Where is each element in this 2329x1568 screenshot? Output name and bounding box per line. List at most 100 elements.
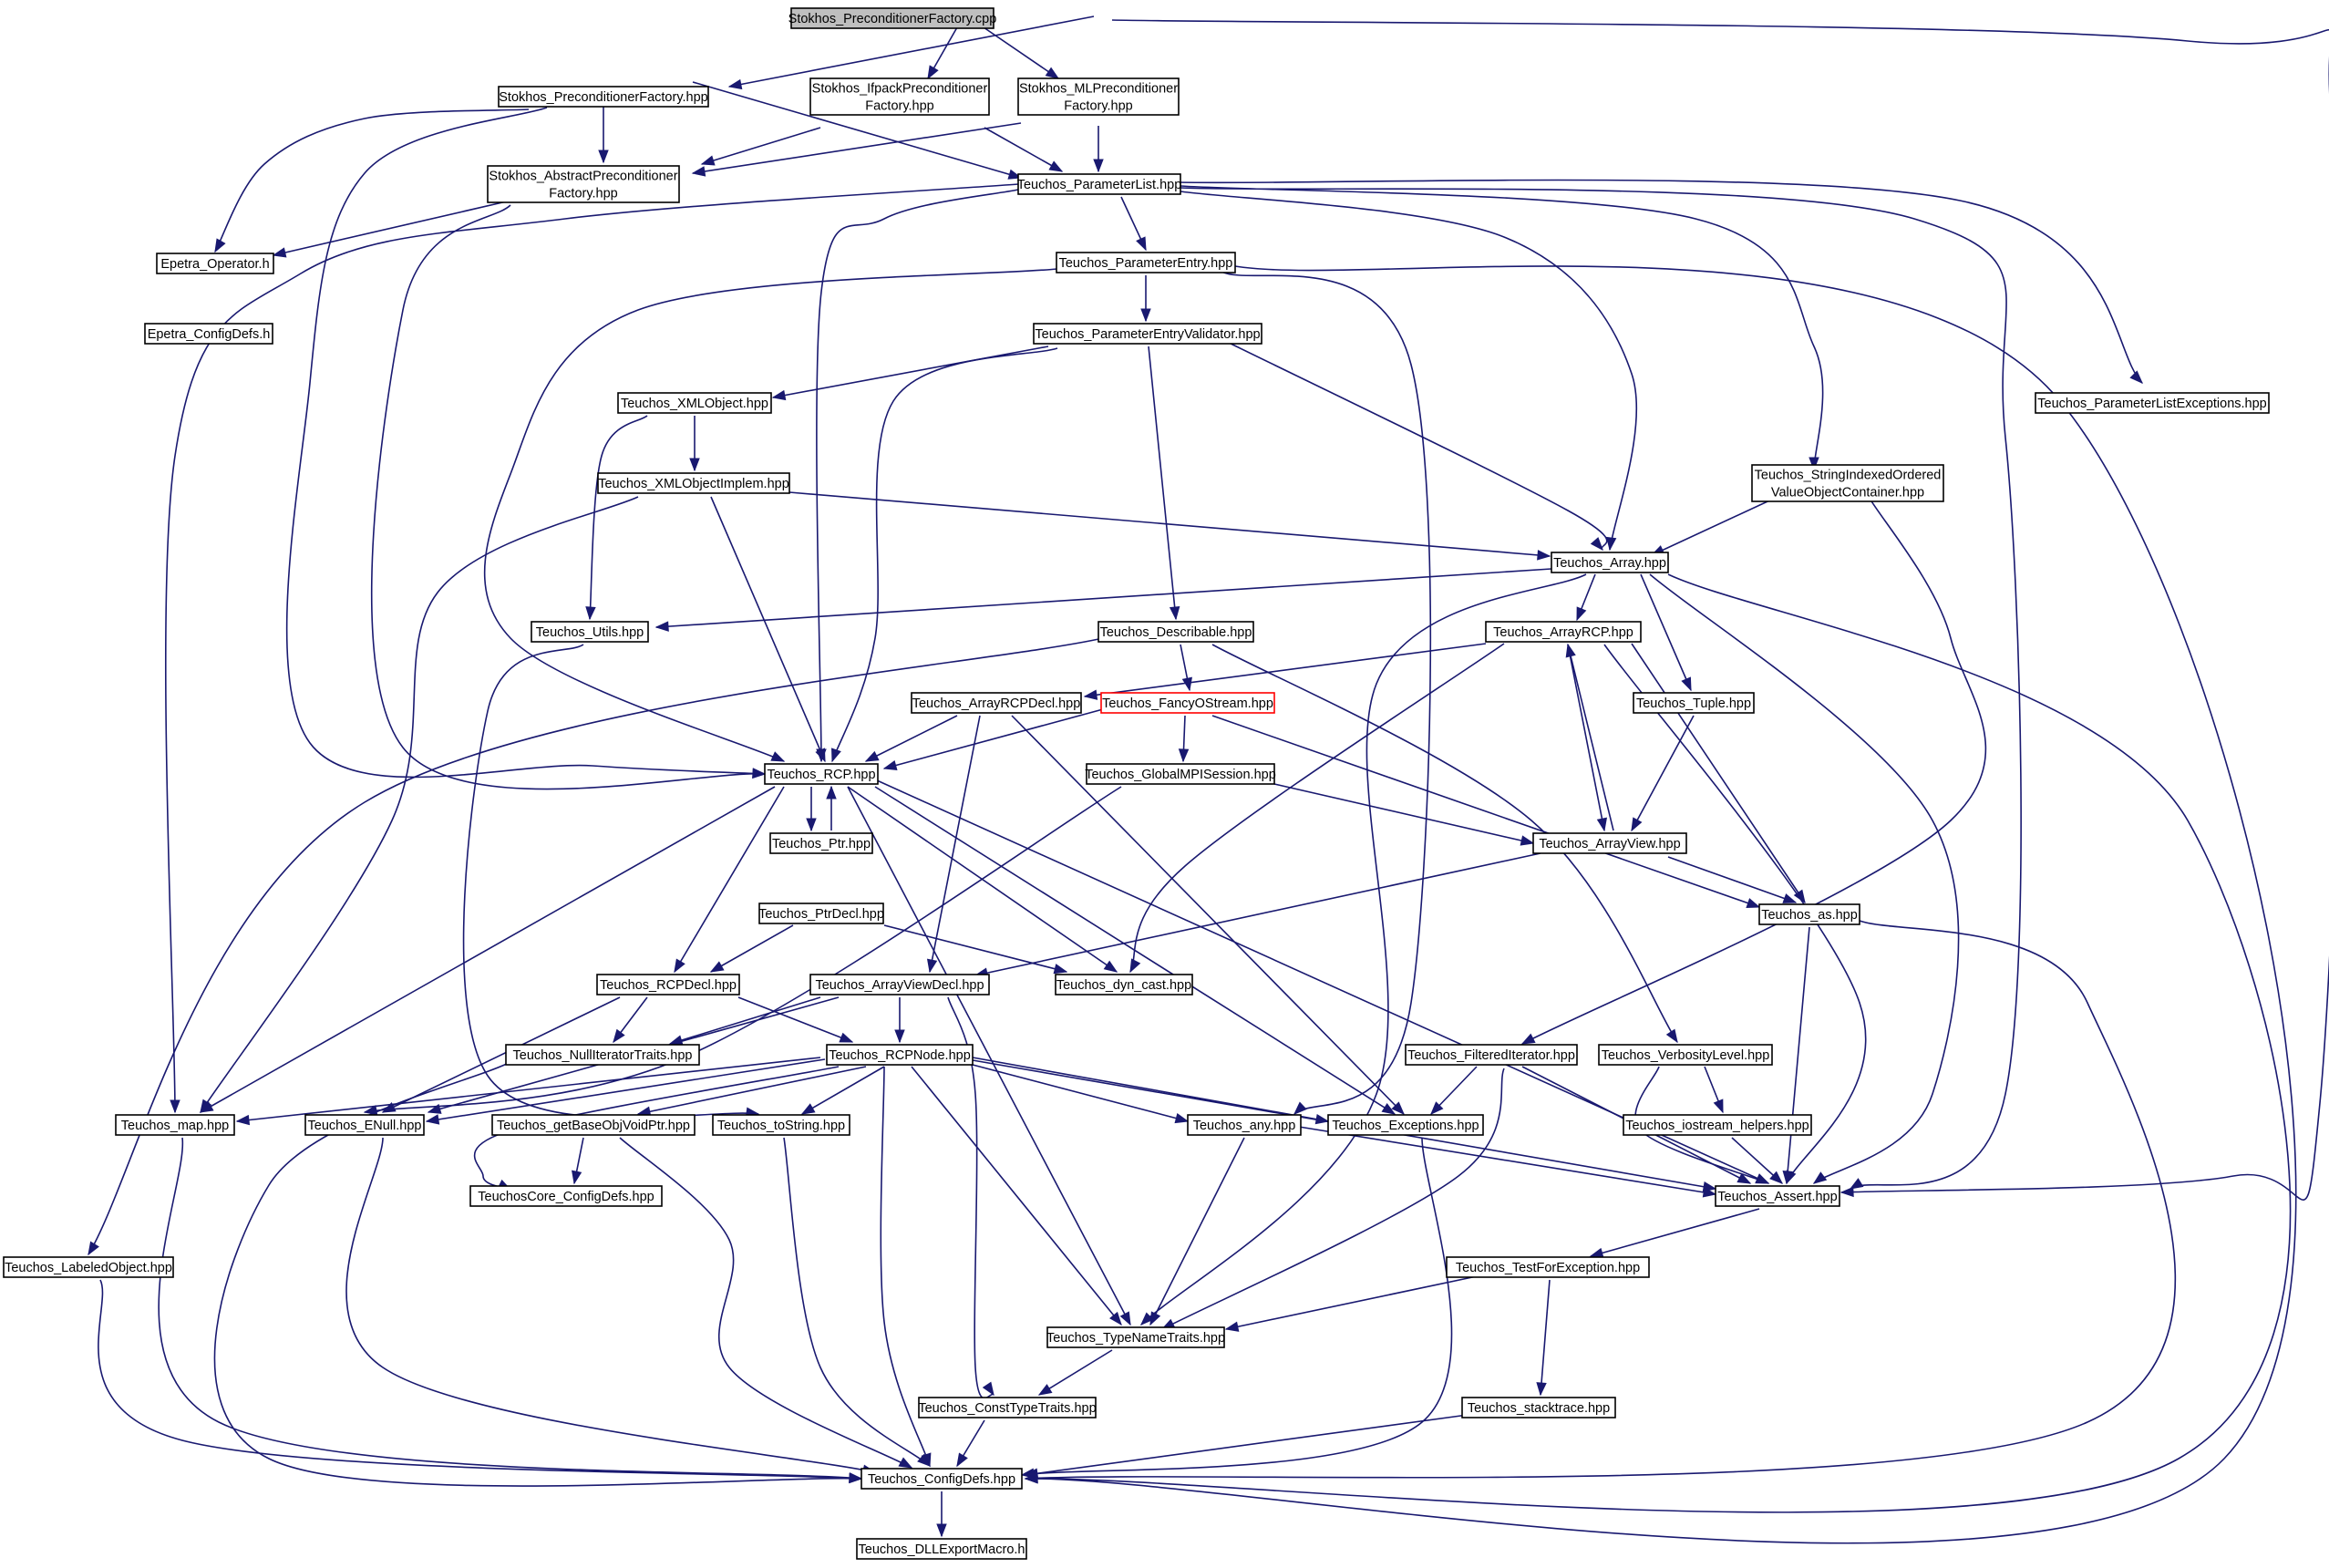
node-tany[interactable]: Teuchos_any.hpp	[1187, 1114, 1302, 1136]
node-tple[interactable]: Teuchos_ParameterListExceptions.hpp	[2035, 392, 2270, 414]
node-tgbo[interactable]: Teuchos_getBaseObjVoidPtr.hpp	[491, 1114, 696, 1136]
arrowhead-trcpd-to-trcpn	[839, 1032, 854, 1043]
arrowhead-tpev-to-txo	[771, 389, 787, 401]
node-label: Epetra_Operator.h	[160, 257, 269, 272]
arrowhead-tany-to-ttnt	[1149, 1311, 1161, 1326]
node-label: Teuchos_ArrayRCPDecl.hpp	[912, 696, 1081, 711]
arrowhead-tarr-to-tarcp	[1576, 606, 1587, 622]
edge-sapf-to-trcp	[370, 204, 766, 790]
arrowhead-tpl-to-tassert	[1849, 1178, 1864, 1190]
edge-trcp-to-tmap	[200, 786, 776, 1113]
node-label: Teuchos_XMLObject.hpp	[621, 397, 768, 411]
node-ttup[interactable]: Teuchos_Tuple.hpp	[1633, 692, 1755, 714]
node-ttfe[interactable]: Teuchos_TestForException.hpp	[1446, 1256, 1650, 1278]
node-tfi[interactable]: Teuchos_FilteredIterator.hpp	[1405, 1044, 1578, 1066]
edge-ttnt-to-tctt	[1038, 1349, 1113, 1396]
arrowhead-tfi-to-texc	[1430, 1101, 1444, 1116]
node-tfos[interactable]: Teuchos_FancyOStream.hpp	[1100, 692, 1275, 714]
node-texc[interactable]: Teuchos_Exceptions.hpp	[1327, 1114, 1484, 1136]
node-tioh[interactable]: Teuchos_iostream_helpers.hpp	[1623, 1114, 1812, 1136]
node-tdyn[interactable]: Teuchos_dyn_cast.hpp	[1055, 974, 1193, 995]
node-box	[491, 1114, 696, 1136]
node-tptrd[interactable]: Teuchos_PtrDecl.hpp	[758, 903, 884, 924]
edge-spf-to-eop	[214, 108, 530, 253]
node-tlo[interactable]: Teuchos_LabeledObject.hpp	[3, 1256, 174, 1278]
node-txoi[interactable]: Teuchos_XMLObjectImplem.hpp	[597, 472, 790, 494]
edge-tany-to-tassert	[1298, 1126, 1716, 1195]
node-trcp[interactable]: Teuchos_RCP.hpp	[764, 763, 879, 785]
node-box	[1086, 763, 1275, 785]
edge-trcpn-to-tgbo	[637, 1066, 867, 1115]
node-tassert[interactable]: Teuchos_Assert.hpp	[1715, 1185, 1840, 1207]
node-tas[interactable]: Teuchos_as.hpp	[1758, 903, 1860, 925]
node-tmap[interactable]: Teuchos_map.hpp	[115, 1114, 235, 1136]
node-box	[1715, 1185, 1840, 1207]
node-tst[interactable]: Teuchos_stacktrace.hpp	[1461, 1397, 1616, 1418]
node-tarcp[interactable]: Teuchos_ArrayRCP.hpp	[1485, 621, 1642, 643]
arrowhead-trcpn-to-tany	[1174, 1113, 1190, 1124]
arrowhead-tarcpd-to-tavd	[926, 958, 938, 974]
node-tdll[interactable]: Teuchos_DLLExportMacro.h	[856, 1538, 1027, 1560]
node-tut[interactable]: Teuchos_Utils.hpp	[531, 621, 649, 643]
arrowhead-tarr-to-tut	[654, 621, 669, 632]
edge-tdesc-to-tlo	[88, 637, 1104, 1255]
arrowhead-tioh-to-tassert	[1769, 1171, 1784, 1184]
node-tpev[interactable]: Teuchos_ParameterEntryValidator.hpp	[1033, 323, 1262, 345]
node-label: Stokhos_MLPreconditioner	[1019, 82, 1178, 97]
node-sapf[interactable]: Stokhos_AbstractPreconditionerFactory.hp…	[487, 165, 680, 203]
node-ttnt[interactable]: Teuchos_TypeNameTraits.hpp	[1046, 1326, 1225, 1348]
node-root[interactable]: Stokhos_PreconditionerFactory.cpp	[788, 7, 997, 29]
node-label: TeuchosCore_ConfigDefs.hpp	[478, 1190, 654, 1204]
node-tccd[interactable]: TeuchosCore_ConfigDefs.hpp	[469, 1185, 663, 1207]
node-label: Teuchos_RCP.hpp	[767, 768, 875, 782]
edge-trcpn-to-tenull	[426, 1058, 826, 1122]
node-label: Teuchos_map.hpp	[121, 1119, 230, 1133]
arrowhead-ttfe-to-tst	[1536, 1382, 1547, 1397]
arrowhead-txo-to-txoi	[689, 458, 700, 472]
node-box	[1532, 832, 1687, 854]
arrowhead-ttup-to-tav	[1631, 817, 1643, 832]
edge-txoi-to-tarr	[788, 491, 1551, 557]
edge-tarcpd-to-texc	[1011, 715, 1405, 1115]
arrowhead-tavd-to-tenull	[427, 1103, 442, 1114]
node-tarr[interactable]: Teuchos_Array.hpp	[1551, 552, 1669, 573]
node-tenull[interactable]: Teuchos_ENull.hpp	[304, 1114, 425, 1136]
node-spf[interactable]: Stokhos_PreconditionerFactory.hpp	[498, 86, 709, 108]
node-tctt[interactable]: Teuchos_ConstTypeTraits.hpp	[918, 1397, 1097, 1418]
node-eop[interactable]: Epetra_Operator.h	[156, 253, 274, 274]
node-tdesc[interactable]: Teuchos_Describable.hpp	[1098, 621, 1254, 643]
node-ecd[interactable]: Epetra_ConfigDefs.h	[144, 323, 273, 345]
edge-tsio-to-tarr	[1651, 496, 1778, 556]
node-txo[interactable]: Teuchos_XMLObject.hpp	[617, 392, 772, 414]
node-tptr[interactable]: Teuchos_Ptr.hpp	[769, 832, 873, 854]
node-tpl[interactable]: Teuchos_ParameterList.hpp	[1017, 173, 1182, 195]
node-tpe[interactable]: Teuchos_ParameterEntry.hpp	[1056, 252, 1236, 273]
edge-tarr-to-tut	[655, 568, 1552, 628]
node-tav[interactable]: Teuchos_ArrayView.hpp	[1532, 832, 1687, 854]
edge-tpev-to-tdesc	[1148, 346, 1177, 620]
node-tvl[interactable]: Teuchos_VerbosityLevel.hpp	[1598, 1044, 1773, 1066]
node-tsio[interactable]: Teuchos_StringIndexedOrderedValueObjectC…	[1751, 464, 1944, 502]
edge-tts-to-tcd	[783, 1137, 931, 1467]
arrowhead-root-to-tassert	[1839, 1186, 1854, 1198]
node-tarcpd[interactable]: Teuchos_ArrayRCPDecl.hpp	[911, 692, 1082, 714]
node-tcd[interactable]: Teuchos_ConfigDefs.hpp	[860, 1468, 1023, 1490]
node-box	[1327, 1114, 1484, 1136]
edge-tarcp-to-tdyn	[1129, 643, 1505, 973]
node-tnit[interactable]: Teuchos_NullIteratorTraits.hpp	[505, 1044, 700, 1066]
node-tgmpi[interactable]: Teuchos_GlobalMPISession.hpp	[1085, 763, 1276, 785]
node-trcpd[interactable]: Teuchos_RCPDecl.hpp	[596, 974, 740, 995]
edge-tpl-to-tmap	[164, 183, 1019, 1113]
arrowhead-trcpd-to-tnit	[613, 1028, 625, 1044]
node-label: Teuchos_ENull.hpp	[308, 1119, 422, 1133]
node-box	[531, 621, 649, 643]
edge-spf-to-tpl	[692, 81, 1022, 179]
arrowhead-trcp-to-tdyn	[1103, 960, 1118, 973]
edge-tdesc-to-tvl	[1211, 644, 1678, 1043]
node-trcpn[interactable]: Teuchos_RCPNode.hpp	[826, 1044, 974, 1066]
node-tts[interactable]: Teuchos_toString.hpp	[712, 1114, 850, 1136]
arrowhead-tas-to-tassert	[1782, 1171, 1793, 1185]
node-tavd[interactable]: Teuchos_ArrayViewDecl.hpp	[809, 974, 990, 995]
